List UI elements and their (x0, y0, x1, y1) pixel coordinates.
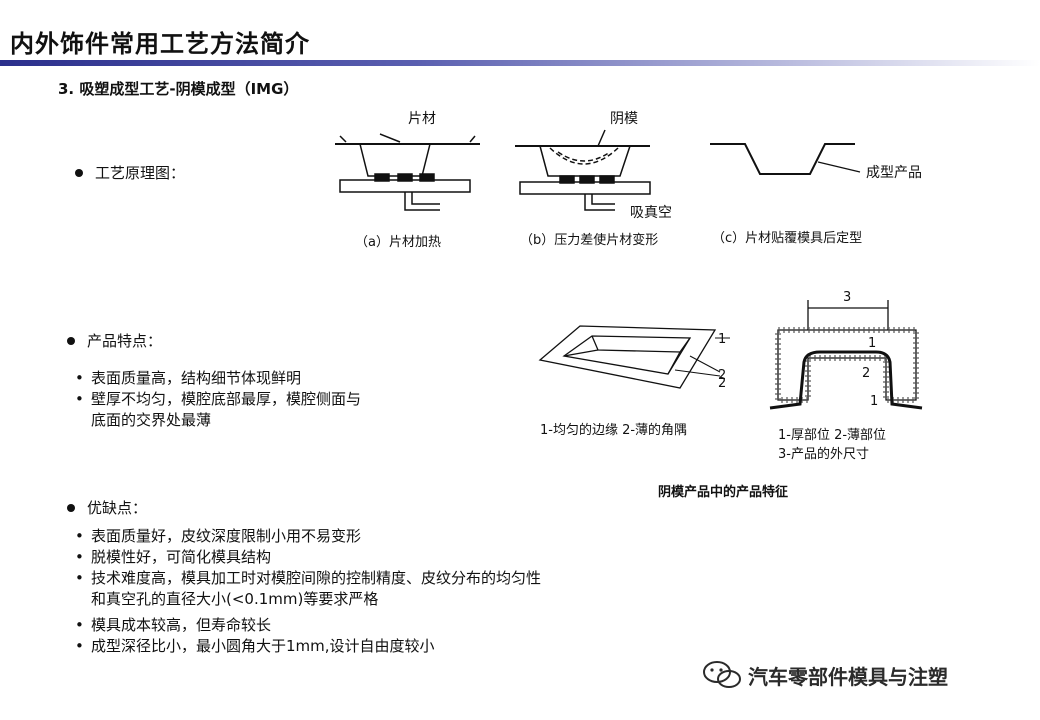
features-list: 表面质量高，结构细节体现鲜明 壁厚不均匀，模腔底部最厚，模腔侧面与 (75, 368, 361, 410)
features-heading-text: 产品特点： (87, 332, 163, 350)
list-item: 表面质量高，结构细节体现鲜明 (75, 368, 361, 389)
label-sheet: 片材 (408, 111, 436, 127)
slide-title: 内外饰件常用工艺方法简介 (10, 30, 310, 58)
list-item-continuation: 和真空孔的直径大小(<0.1mm)等要求严格 (91, 590, 379, 608)
diagram-c-formed-product (710, 143, 861, 175)
features-heading: 产品特点： (67, 330, 162, 351)
list-item: 脱模性好，可简化模具结构 (75, 547, 541, 568)
figure-caption-right-2: 3-产品的外尺寸 (778, 447, 869, 462)
watermark: 汽车零部件模具与注塑 (702, 659, 948, 691)
list-item: 技术难度高，模具加工时对模腔间隙的控制精度、皮纹分布的均匀性 (75, 568, 541, 589)
diagram-b-pressure-difference (515, 129, 651, 211)
pros-cons-heading: 优缺点： (67, 497, 147, 518)
process-principle-diagram (335, 129, 861, 211)
section-title: 3. 吸塑成型工艺-阴模成型（IMG） (58, 80, 299, 98)
title-divider-bar (0, 60, 1040, 66)
label-vacuum: 吸真空 (630, 205, 672, 221)
caption-b: （b）压力差使片材变形 (520, 233, 659, 248)
bullet-dot-icon (67, 336, 75, 345)
figure-number: 1 (868, 336, 877, 351)
list-item: 成型深径比小，最小圆角大于1mm,设计自由度较小 (75, 636, 435, 657)
figure-title: 阴模产品中的产品特征 (658, 485, 789, 500)
female-mold-product-figure (538, 300, 923, 410)
bullet-dot-icon (75, 168, 83, 177)
principle-heading: 工艺原理图： (75, 162, 185, 183)
section-drawing (769, 300, 923, 410)
list-item-continuation: 底面的交界处最薄 (91, 411, 212, 429)
figure-caption-left: 1-均匀的边缘 2-薄的角隅 (540, 423, 688, 438)
caption-a: （a）片材加热 (355, 235, 441, 250)
figure-number: 1 (718, 332, 727, 347)
figure-number: 2 (718, 376, 727, 391)
figure-number: 2 (718, 368, 727, 383)
tray-product-drawing (538, 325, 730, 389)
diagram-a-sheet-heating (335, 133, 480, 211)
figure-caption-right-1: 1-厚部位 2-薄部位 (778, 428, 887, 443)
bullet-dot-icon (67, 503, 75, 512)
pros-cons-list: 表面质量好，皮纹深度限制小用不易变形 脱模性好，可简化模具结构 技术难度高，模具… (75, 526, 541, 589)
label-female-mold: 阴模 (610, 111, 638, 127)
list-item: 壁厚不均匀，模腔底部最厚，模腔侧面与 (75, 389, 361, 410)
caption-c: （c）片材贴覆模具后定型 (712, 231, 863, 246)
figure-number: 2 (862, 366, 871, 381)
list-item: 模具成本较高，但寿命较长 (75, 615, 435, 636)
wechat-icon (703, 661, 741, 688)
label-formed-product: 成型产品 (866, 165, 922, 181)
pros-cons-list-2: 模具成本较高，但寿命较长 成型深径比小，最小圆角大于1mm,设计自由度较小 (75, 615, 435, 657)
list-item: 表面质量好，皮纹深度限制小用不易变形 (75, 526, 541, 547)
figure-number: 3 (843, 290, 852, 305)
principle-heading-text: 工艺原理图： (95, 164, 186, 182)
figure-number: 1 (870, 394, 879, 409)
pros-cons-heading-text: 优缺点： (87, 499, 148, 517)
watermark-text: 汽车零部件模具与注塑 (748, 664, 948, 689)
